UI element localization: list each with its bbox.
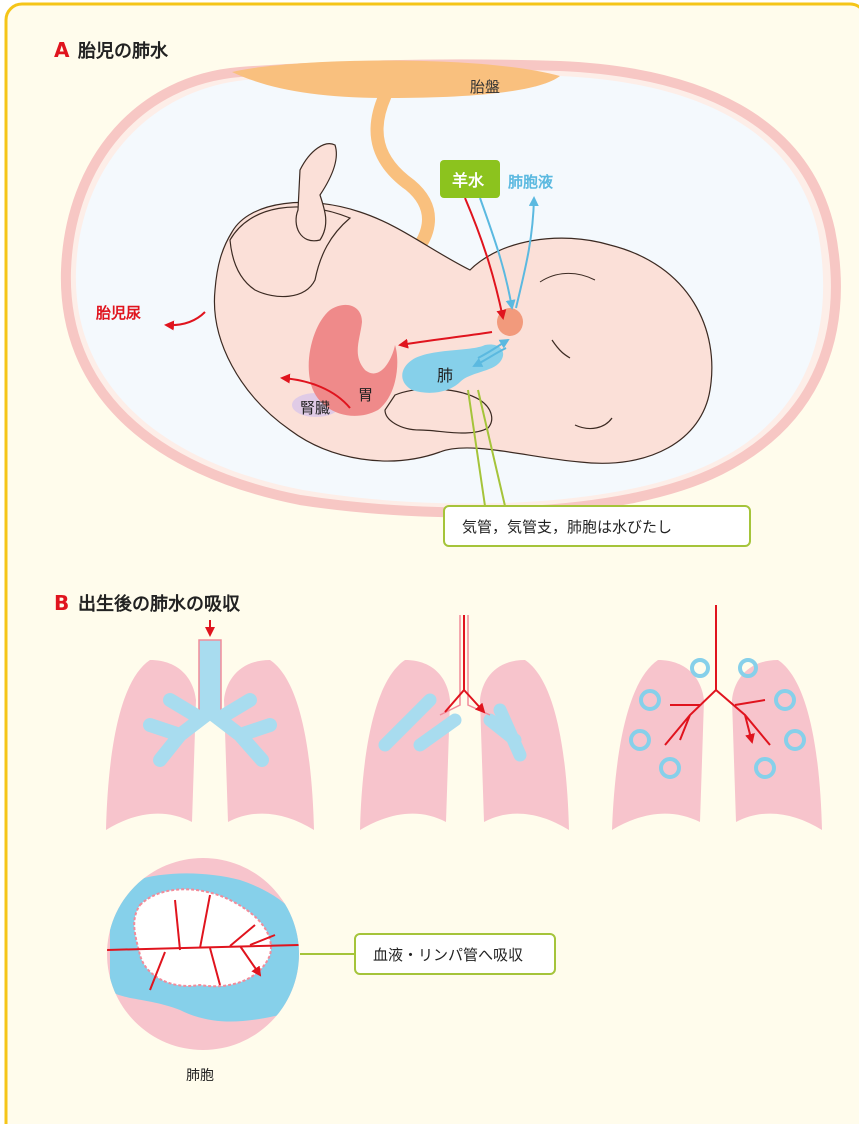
section-a-letter: A xyxy=(54,38,70,62)
alveolus-label: 肺胞 xyxy=(186,1068,214,1084)
amniotic-label: 羊水 xyxy=(452,171,485,190)
placenta-label: 胎盤 xyxy=(470,78,500,96)
callout-b-text: 血液・リンパ管へ吸収 xyxy=(373,946,523,964)
lung-fluid-label: 肺胞液 xyxy=(508,173,554,191)
stomach-label: 胃 xyxy=(358,386,373,404)
callout-a-text: 気管，気管支，肺胞は水びたし xyxy=(462,518,672,536)
section-b-letter: B xyxy=(54,591,69,615)
section-a-title: 胎児の肺水 xyxy=(78,40,169,62)
fetal-urine-label: 胎児尿 xyxy=(96,304,141,322)
kidney-label: 腎臓 xyxy=(300,399,330,417)
lung-label: 肺 xyxy=(437,366,453,385)
section-b-title: 出生後の肺水の吸収 xyxy=(78,593,241,615)
